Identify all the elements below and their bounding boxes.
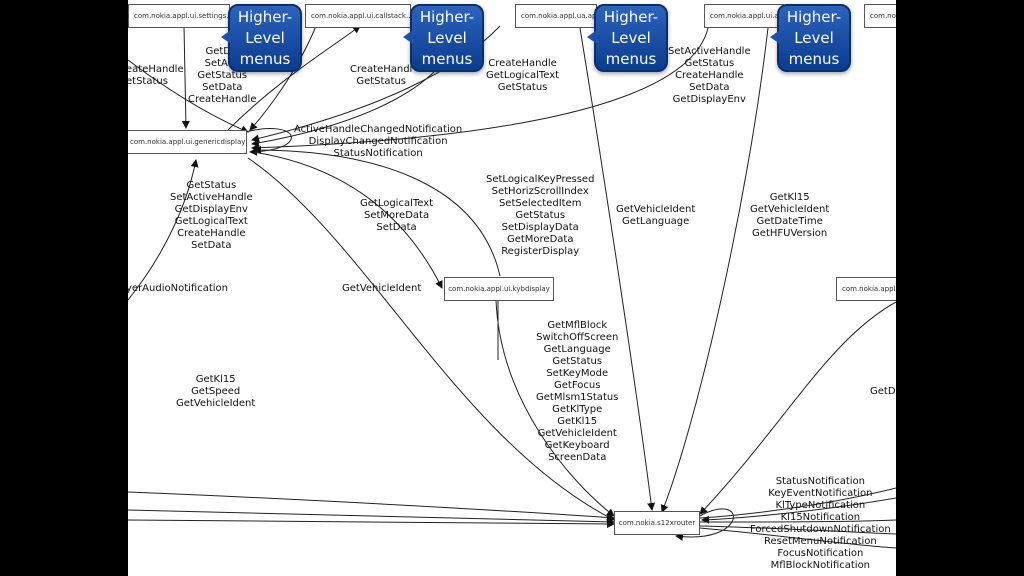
edge: [675, 508, 734, 541]
node-ui5: com.nok...: [864, 4, 896, 28]
node-kybdisplay: com.nokia.appl.ui.kybdisplay: [444, 277, 554, 301]
edge: [579, 27, 656, 511]
edge: [227, 25, 361, 131]
edge: [701, 497, 896, 524]
node-right: com.nokia.appl.u...: [836, 277, 896, 301]
edge: [128, 159, 199, 301]
callout-pointer-icon: [403, 30, 413, 44]
node-callstack: com.nokia.appl.ui.callstack...: [305, 4, 411, 28]
edge: [252, 151, 443, 289]
edge: [128, 519, 615, 528]
diagram-slide: com.nokia.appl.ui.settings... com.nokia.…: [128, 0, 896, 576]
edge: [699, 527, 896, 549]
edge: [128, 59, 249, 133]
edge: [181, 25, 190, 129]
callout-pointer-icon: [221, 30, 231, 44]
edge: [660, 27, 769, 513]
callout-pointer-icon: [587, 30, 597, 44]
node-s12xrouter: com.nokia.s12xrouter: [614, 511, 700, 535]
edge-label-group: GetVehicleIdent: [342, 283, 422, 294]
edge: [251, 27, 709, 152]
callout-pointer-icon: [770, 30, 780, 44]
edge: [699, 487, 896, 519]
edge: [699, 519, 896, 523]
edge-label-group: yerAudioNotification: [128, 283, 228, 294]
edge: [128, 509, 615, 526]
edge: [495, 299, 615, 517]
edge: [128, 491, 615, 522]
node-genericdisplay: com.nokia.appl.ui.genericdisplay: [128, 130, 247, 154]
node-ua: com.nokia.appl.ua.appl.ui...: [515, 4, 597, 28]
node-ui4: com.nokia.appl.ui.appl...: [704, 4, 784, 28]
graph-edges: [128, 25, 896, 549]
edge: [247, 157, 615, 521]
edge: [253, 146, 501, 277]
node-settings: com.nokia.appl.ui.settings...: [128, 4, 230, 28]
edge-label-group: GetD: [870, 386, 896, 397]
edge: [699, 301, 896, 515]
edge: [249, 25, 317, 131]
